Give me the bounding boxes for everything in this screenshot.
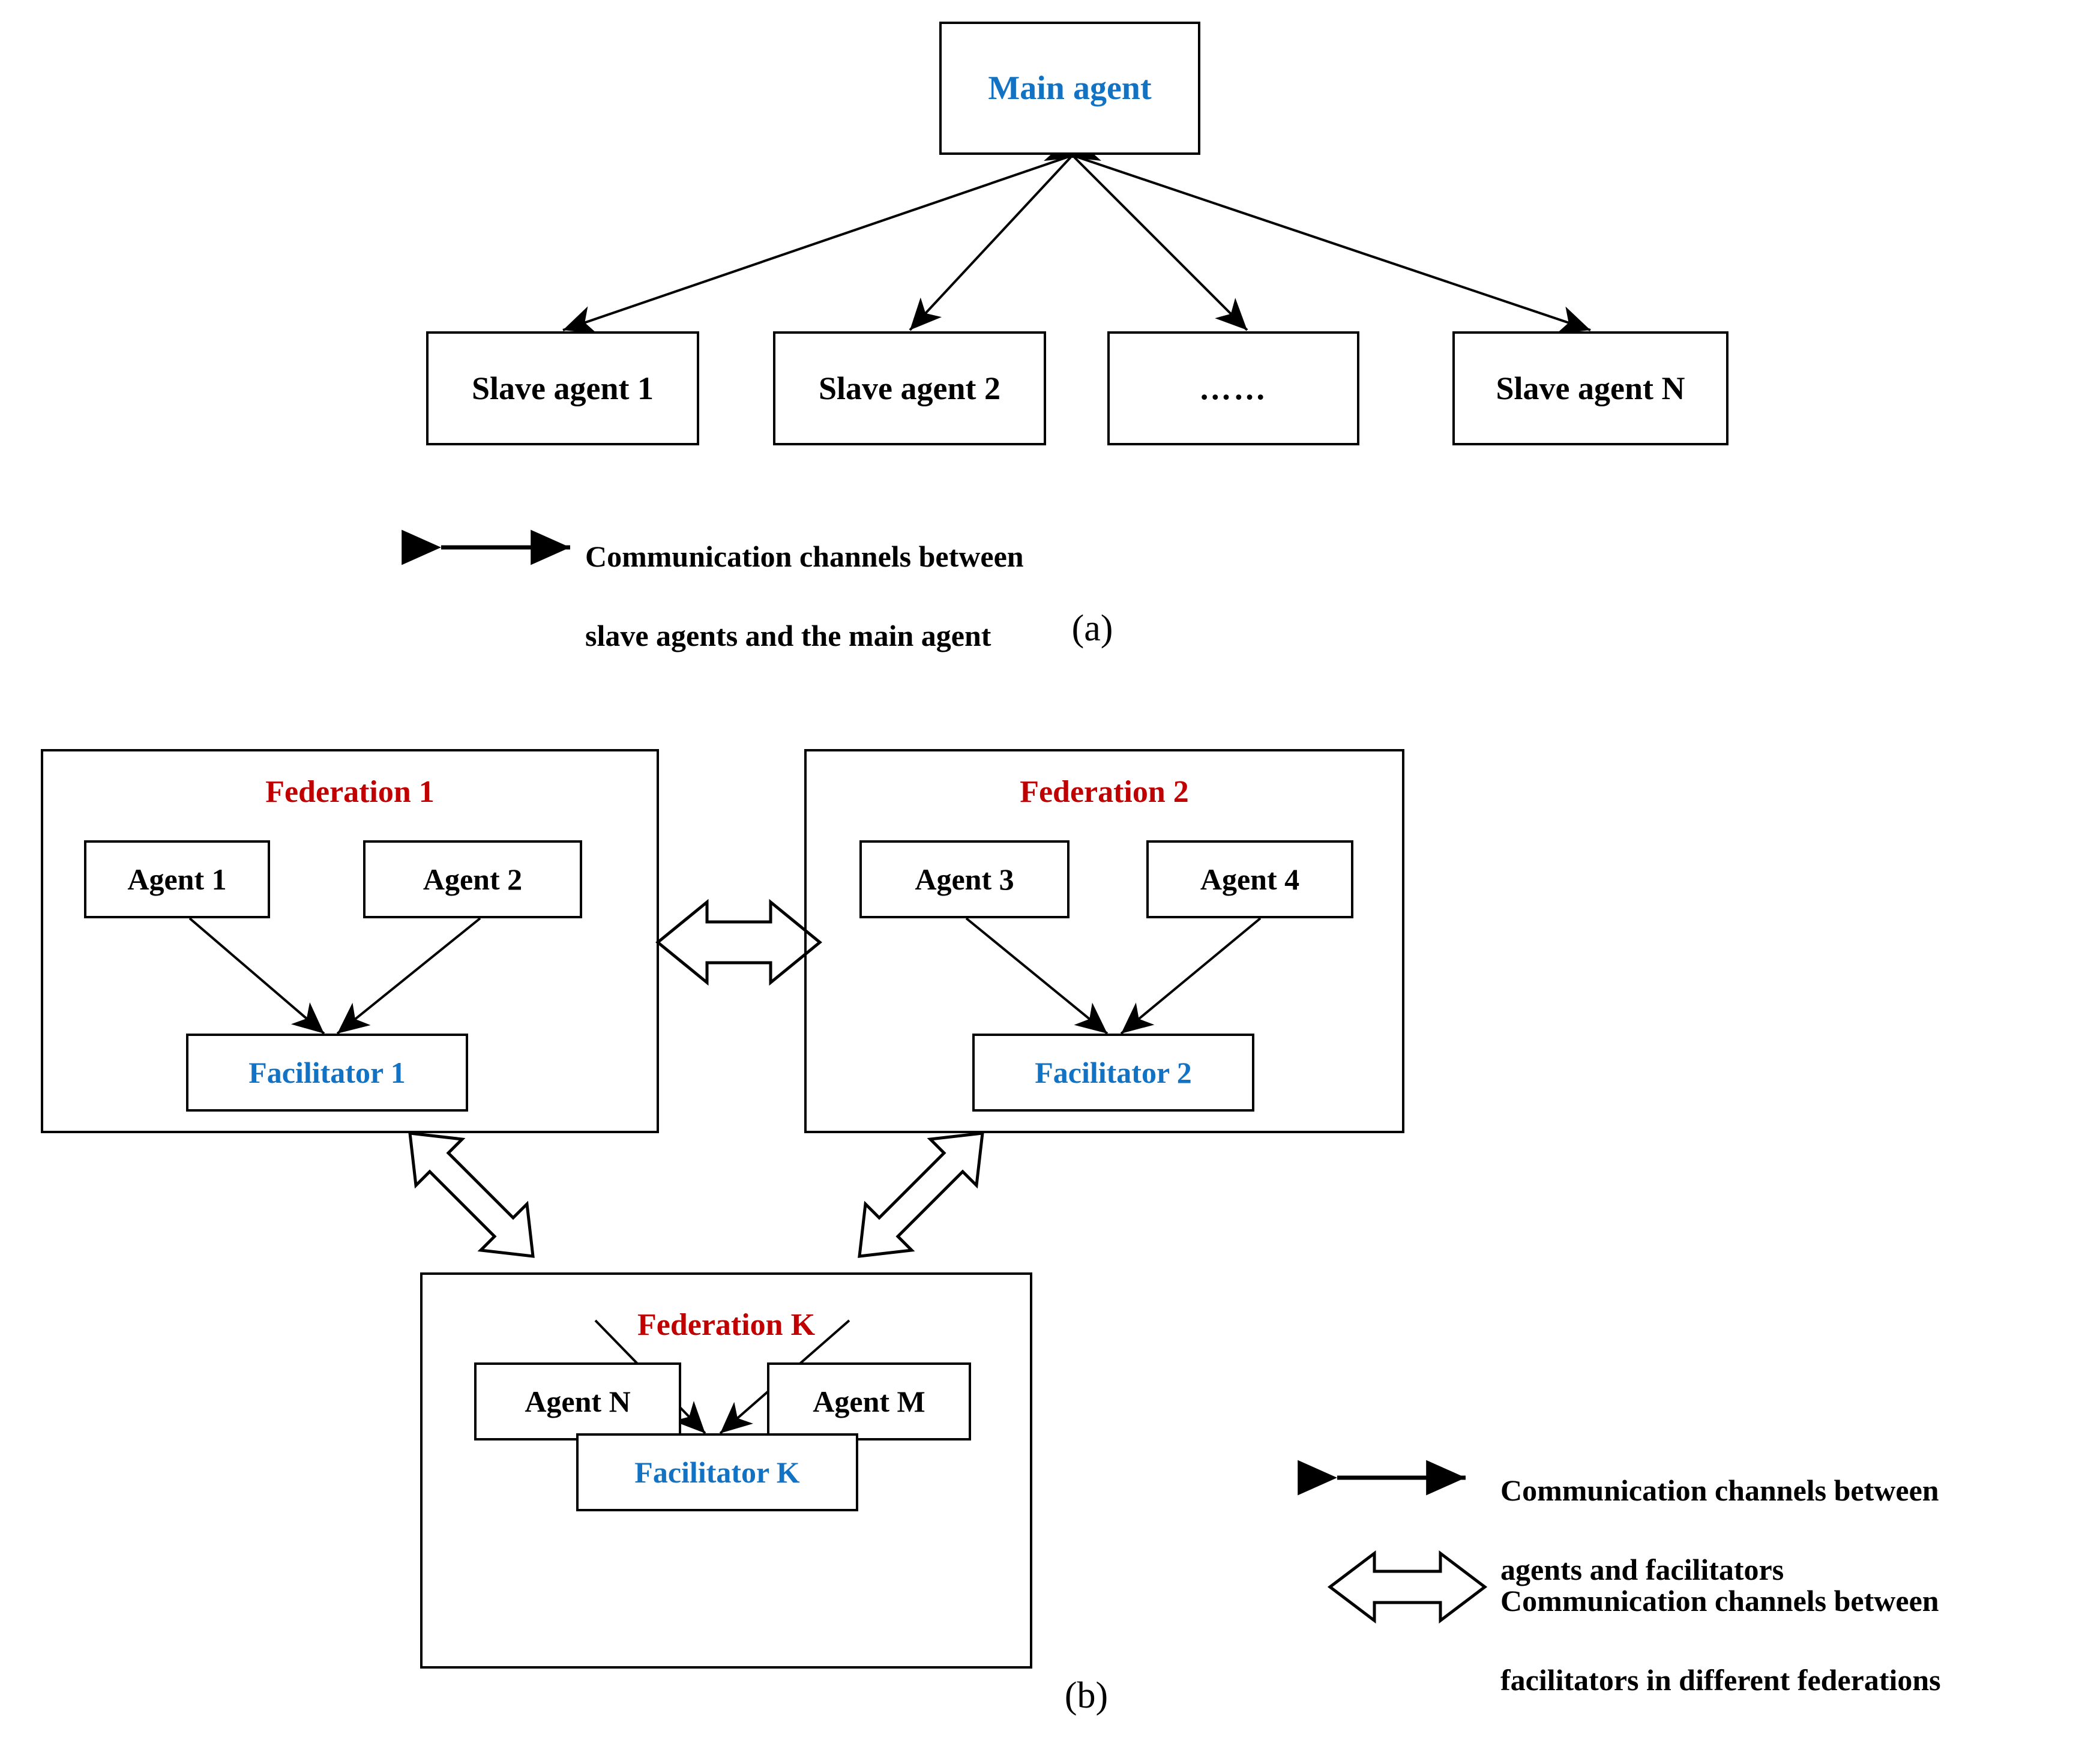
node-agent-1[interactable]: Agent 1 — [84, 840, 270, 918]
node-main-agent[interactable]: Main agent — [939, 22, 1200, 155]
panel-caption-a: (a) — [1071, 608, 1113, 649]
node-agent-m[interactable]: Agent M — [767, 1362, 971, 1440]
node-agent-2[interactable]: Agent 2 — [363, 840, 582, 918]
node-slave-agent-n-label: Slave agent N — [1496, 370, 1685, 406]
legend-a-item-text: Communication channels between slave age… — [585, 497, 1024, 695]
legend-a-line-2: slave agents and the main agent — [585, 619, 991, 652]
link-main-to-slave-2 — [909, 124, 1103, 331]
node-facilitator-1[interactable]: Facilitator 1 — [186, 1034, 468, 1112]
node-agent-4-label: Agent 4 — [1200, 862, 1300, 896]
node-agent-4[interactable]: Agent 4 — [1146, 840, 1353, 918]
node-agent-2-label: Agent 2 — [423, 862, 523, 896]
node-slave-agent-1[interactable]: Slave agent 1 — [426, 331, 699, 445]
node-slave-agent-2-label: Slave agent 2 — [819, 370, 1000, 406]
group-federation-k-title: Federation K — [637, 1308, 816, 1342]
link-main-to-slave-1 — [562, 133, 1101, 334]
node-agent-m-label: Agent M — [813, 1384, 925, 1418]
link-main-to-slave-4 — [1044, 133, 1591, 334]
group-federation-2-title: Federation 2 — [1020, 775, 1189, 809]
node-agent-3[interactable]: Agent 3 — [859, 840, 1070, 918]
legend-b-item-2-line-1: Communication channels between — [1500, 1584, 1939, 1618]
node-facilitator-2-label: Facilitator 2 — [1035, 1055, 1192, 1089]
legend-b-item-2-text: Communication channels between facilitat… — [1500, 1541, 1941, 1739]
node-agent-n[interactable]: Agent N — [474, 1362, 681, 1440]
node-slave-agent-ellipsis-label: …… — [1199, 370, 1268, 406]
node-agent-3-label: Agent 3 — [915, 862, 1014, 896]
group-federation-1-title: Federation 1 — [265, 775, 435, 809]
node-facilitator-2[interactable]: Facilitator 2 — [972, 1034, 1254, 1112]
panel-a-connectors — [562, 124, 1591, 334]
node-facilitator-k-label: Facilitator K — [634, 1455, 800, 1489]
group-federation-1[interactable] — [41, 749, 659, 1133]
node-slave-agent-2[interactable]: Slave agent 2 — [773, 331, 1046, 445]
legend-a-line-1: Communication channels between — [585, 540, 1024, 573]
node-main-agent-label: Main agent — [988, 69, 1152, 107]
legend-b-item-1-text: Communication channels between agents an… — [1500, 1431, 1939, 1629]
node-slave-agent-n[interactable]: Slave agent N — [1452, 331, 1728, 445]
hollow-arrow-fed1-fed2 — [655, 899, 822, 986]
legend-b-item-1-line-1: Communication channels between — [1500, 1474, 1939, 1507]
legend-b-item-2-line-2: facilitators in different federations — [1500, 1663, 1941, 1697]
node-slave-agent-ellipsis[interactable]: …… — [1107, 331, 1359, 445]
node-facilitator-k[interactable]: Facilitator K — [576, 1433, 858, 1511]
link-main-to-slave-3 — [1042, 125, 1248, 331]
node-facilitator-1-label: Facilitator 1 — [248, 1055, 406, 1089]
group-federation-2[interactable] — [804, 749, 1404, 1133]
node-agent-n-label: Agent N — [525, 1384, 631, 1418]
panel-caption-b: (b) — [1064, 1675, 1109, 1716]
node-slave-agent-1-label: Slave agent 1 — [472, 370, 654, 406]
hollow-arrow-fed1-fedk — [408, 1131, 535, 1258]
hollow-arrow-fed2-fedk — [858, 1131, 984, 1258]
legend-b-item-1-line-2: agents and facilitators — [1500, 1553, 1784, 1586]
group-federation-k[interactable] — [420, 1272, 1032, 1669]
legend-b-arrow-hollow-icon — [1327, 1550, 1488, 1624]
node-agent-1-label: Agent 1 — [127, 862, 227, 896]
